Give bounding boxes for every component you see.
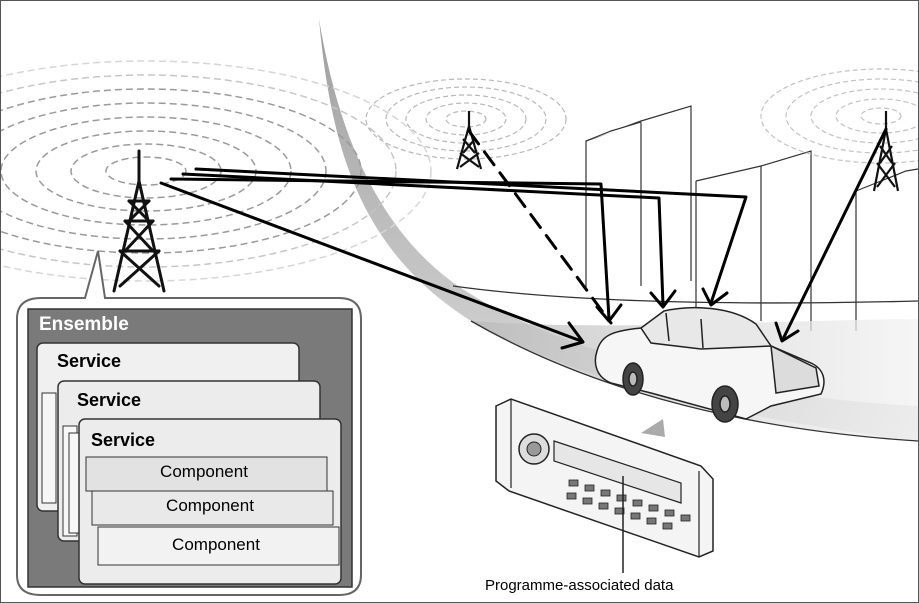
car-icon xyxy=(594,307,825,423)
signal-arrows xyxy=(159,127,888,350)
component-label: Component xyxy=(172,535,260,554)
car-radio-icon xyxy=(495,398,714,573)
service-label: Service xyxy=(57,351,122,371)
transmitter-tower-icon xyxy=(872,111,900,192)
programme-associated-data-label: Programme-associated data xyxy=(485,577,674,594)
signal-waves-right xyxy=(760,68,918,164)
component-label: Component xyxy=(166,496,254,515)
pointer-arrow-icon xyxy=(641,419,665,437)
building-icon xyxy=(585,105,918,331)
transmitter-tower-icon xyxy=(112,149,166,293)
component-label: Component xyxy=(160,462,248,481)
service-label: Service xyxy=(77,390,142,410)
service-cards xyxy=(36,342,342,585)
ensemble-title: Ensemble xyxy=(39,314,129,335)
service-label: Service xyxy=(91,430,156,450)
